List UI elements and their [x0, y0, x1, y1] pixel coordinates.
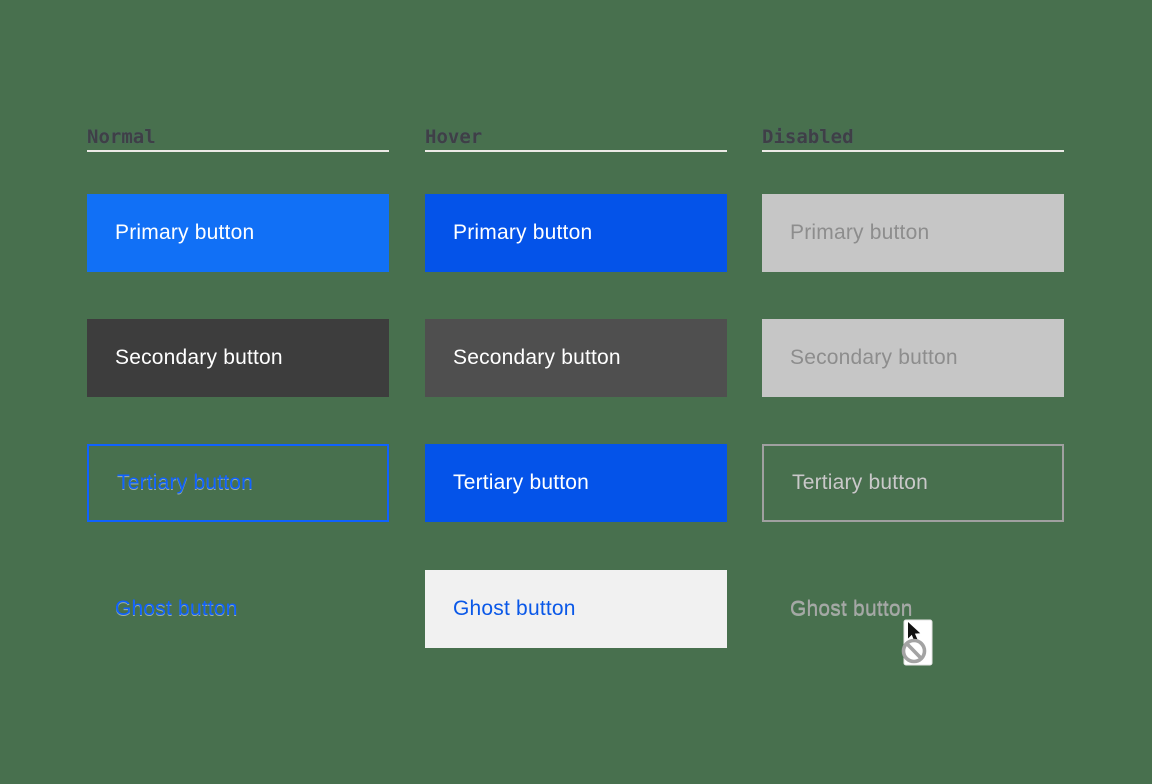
ghost-button-normal[interactable]: Ghost button — [87, 570, 389, 648]
header-divider — [425, 150, 727, 152]
primary-button-normal[interactable]: Primary button — [87, 194, 389, 272]
column-hover: Hover Primary button Secondary button Te… — [425, 126, 727, 706]
ghost-button-hover[interactable]: Ghost button — [425, 570, 727, 648]
column-disabled: Disabled Primary button Secondary button… — [762, 126, 1064, 706]
primary-button-hover[interactable]: Primary button — [425, 194, 727, 272]
header-divider — [762, 150, 1064, 152]
tertiary-button-disabled: Tertiary button — [762, 444, 1064, 522]
secondary-button-normal[interactable]: Secondary button — [87, 319, 389, 397]
tertiary-button-hover[interactable]: Tertiary button — [425, 444, 727, 522]
ghost-button-disabled: Ghost button — [762, 570, 1064, 648]
secondary-button-hover[interactable]: Secondary button — [425, 319, 727, 397]
primary-button-disabled: Primary button — [762, 194, 1064, 272]
column-normal: Normal Primary button Secondary button T… — [87, 126, 389, 706]
not-allowed-cursor-icon — [901, 616, 935, 668]
tertiary-button-normal[interactable]: Tertiary button — [87, 444, 389, 522]
secondary-button-disabled: Secondary button — [762, 319, 1064, 397]
column-header-hover: Hover — [425, 126, 483, 148]
header-divider — [87, 150, 389, 152]
column-header-disabled: Disabled — [762, 126, 854, 148]
column-header-normal: Normal — [87, 126, 156, 148]
